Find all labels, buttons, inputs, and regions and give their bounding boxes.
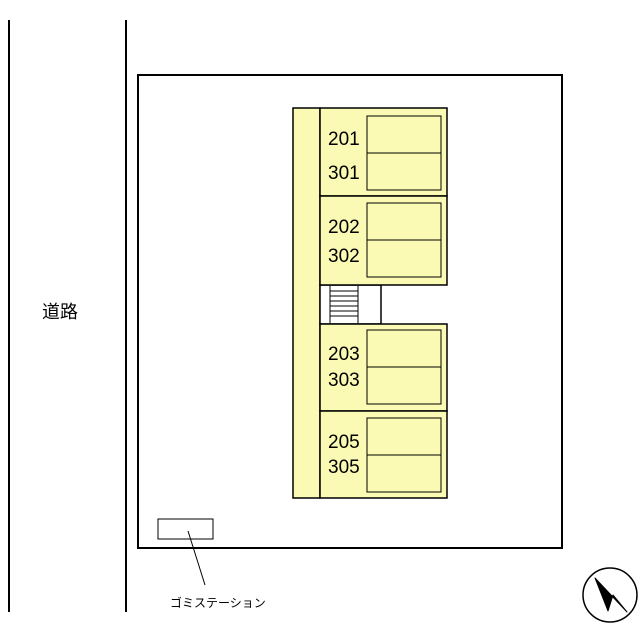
unit-block: 205 305 [319,410,448,499]
site-boundary [137,74,563,549]
unit-number: 301 [328,163,360,184]
garbage-station-leader [187,530,206,586]
stairs-icon [329,286,359,323]
north-arrow-icon [582,567,638,623]
unit-number: 305 [328,457,360,478]
unit-number: 203 [328,344,360,365]
road-label: 道路 [42,302,78,323]
unit-number: 201 [328,129,360,150]
unit-block: 202 302 [319,195,448,286]
garbage-station-label: ゴミステーション [170,595,266,610]
unit-block: 201 301 [319,107,448,197]
unit-number: 202 [328,217,360,238]
unit-number: 205 [328,432,360,453]
unit-block: 203 303 [319,323,448,412]
unit-number: 303 [328,370,360,391]
unit-number: 302 [328,246,360,267]
building-corridor [292,107,321,499]
garbage-station [157,518,214,540]
